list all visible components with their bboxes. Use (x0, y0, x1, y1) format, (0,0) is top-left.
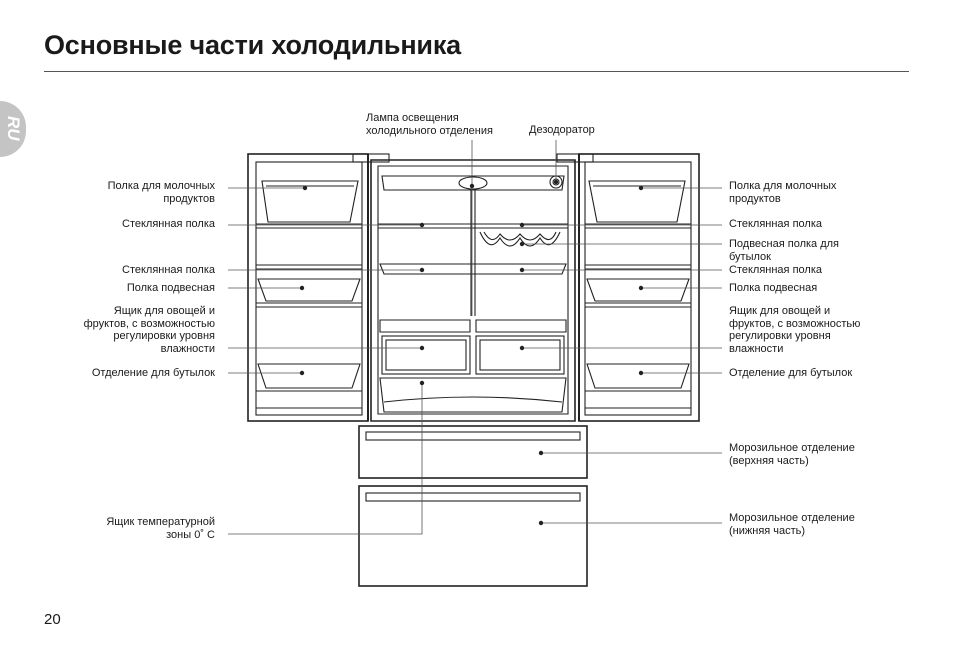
label-right-bottle-compartment: Отделение для бутылок (729, 367, 853, 379)
right-door (578, 153, 700, 422)
label-deodorizer: Дезодоратор (529, 124, 595, 136)
label-right-dairy-shelf: Полка для молочных продуктов (729, 180, 837, 205)
label-left-hanging-shelf: Полка подвесная (126, 282, 215, 294)
label-left-glass-shelf-2: Стеклянная полка (122, 264, 215, 276)
label-right-glass-shelf-1: Стеклянная полка (729, 218, 822, 230)
label-freezer-upper: Морозильное отделение (верхняя часть) (729, 442, 855, 467)
label-right-crisper: Ящик для овощей и фруктов, с возможность… (729, 305, 861, 355)
title-divider (44, 71, 909, 72)
label-right-hanging-shelf: Полка подвесная (729, 282, 818, 294)
label-left-dairy-shelf: Полка для молочных продуктов (107, 180, 215, 205)
leader-dots (299, 179, 644, 526)
left-door (247, 153, 369, 422)
leader-lines (228, 140, 722, 535)
label-left-bottle-compartment: Отделение для бутылок (91, 367, 215, 379)
label-lamp: Лампа освещения холодильного отделения (366, 112, 493, 137)
fridge-cabinet (352, 153, 594, 422)
label-bottle-rack: Подвесная полка для бутылок (729, 238, 840, 263)
label-zero-zone-drawer: Ящик температурной зоны 0˚ С (106, 516, 215, 541)
freezer-drawers (358, 425, 588, 587)
page-title: Основные части холодильника (44, 30, 461, 60)
label-freezer-lower: Морозильное отделение (нижняя часть) (729, 512, 855, 537)
page-number: 20 (44, 611, 61, 628)
label-left-glass-shelf-1: Стеклянная полка (122, 218, 215, 230)
label-right-glass-shelf-2: Стеклянная полка (729, 264, 822, 276)
label-left-crisper: Ящик для овощей и фруктов, с возможность… (83, 305, 215, 355)
